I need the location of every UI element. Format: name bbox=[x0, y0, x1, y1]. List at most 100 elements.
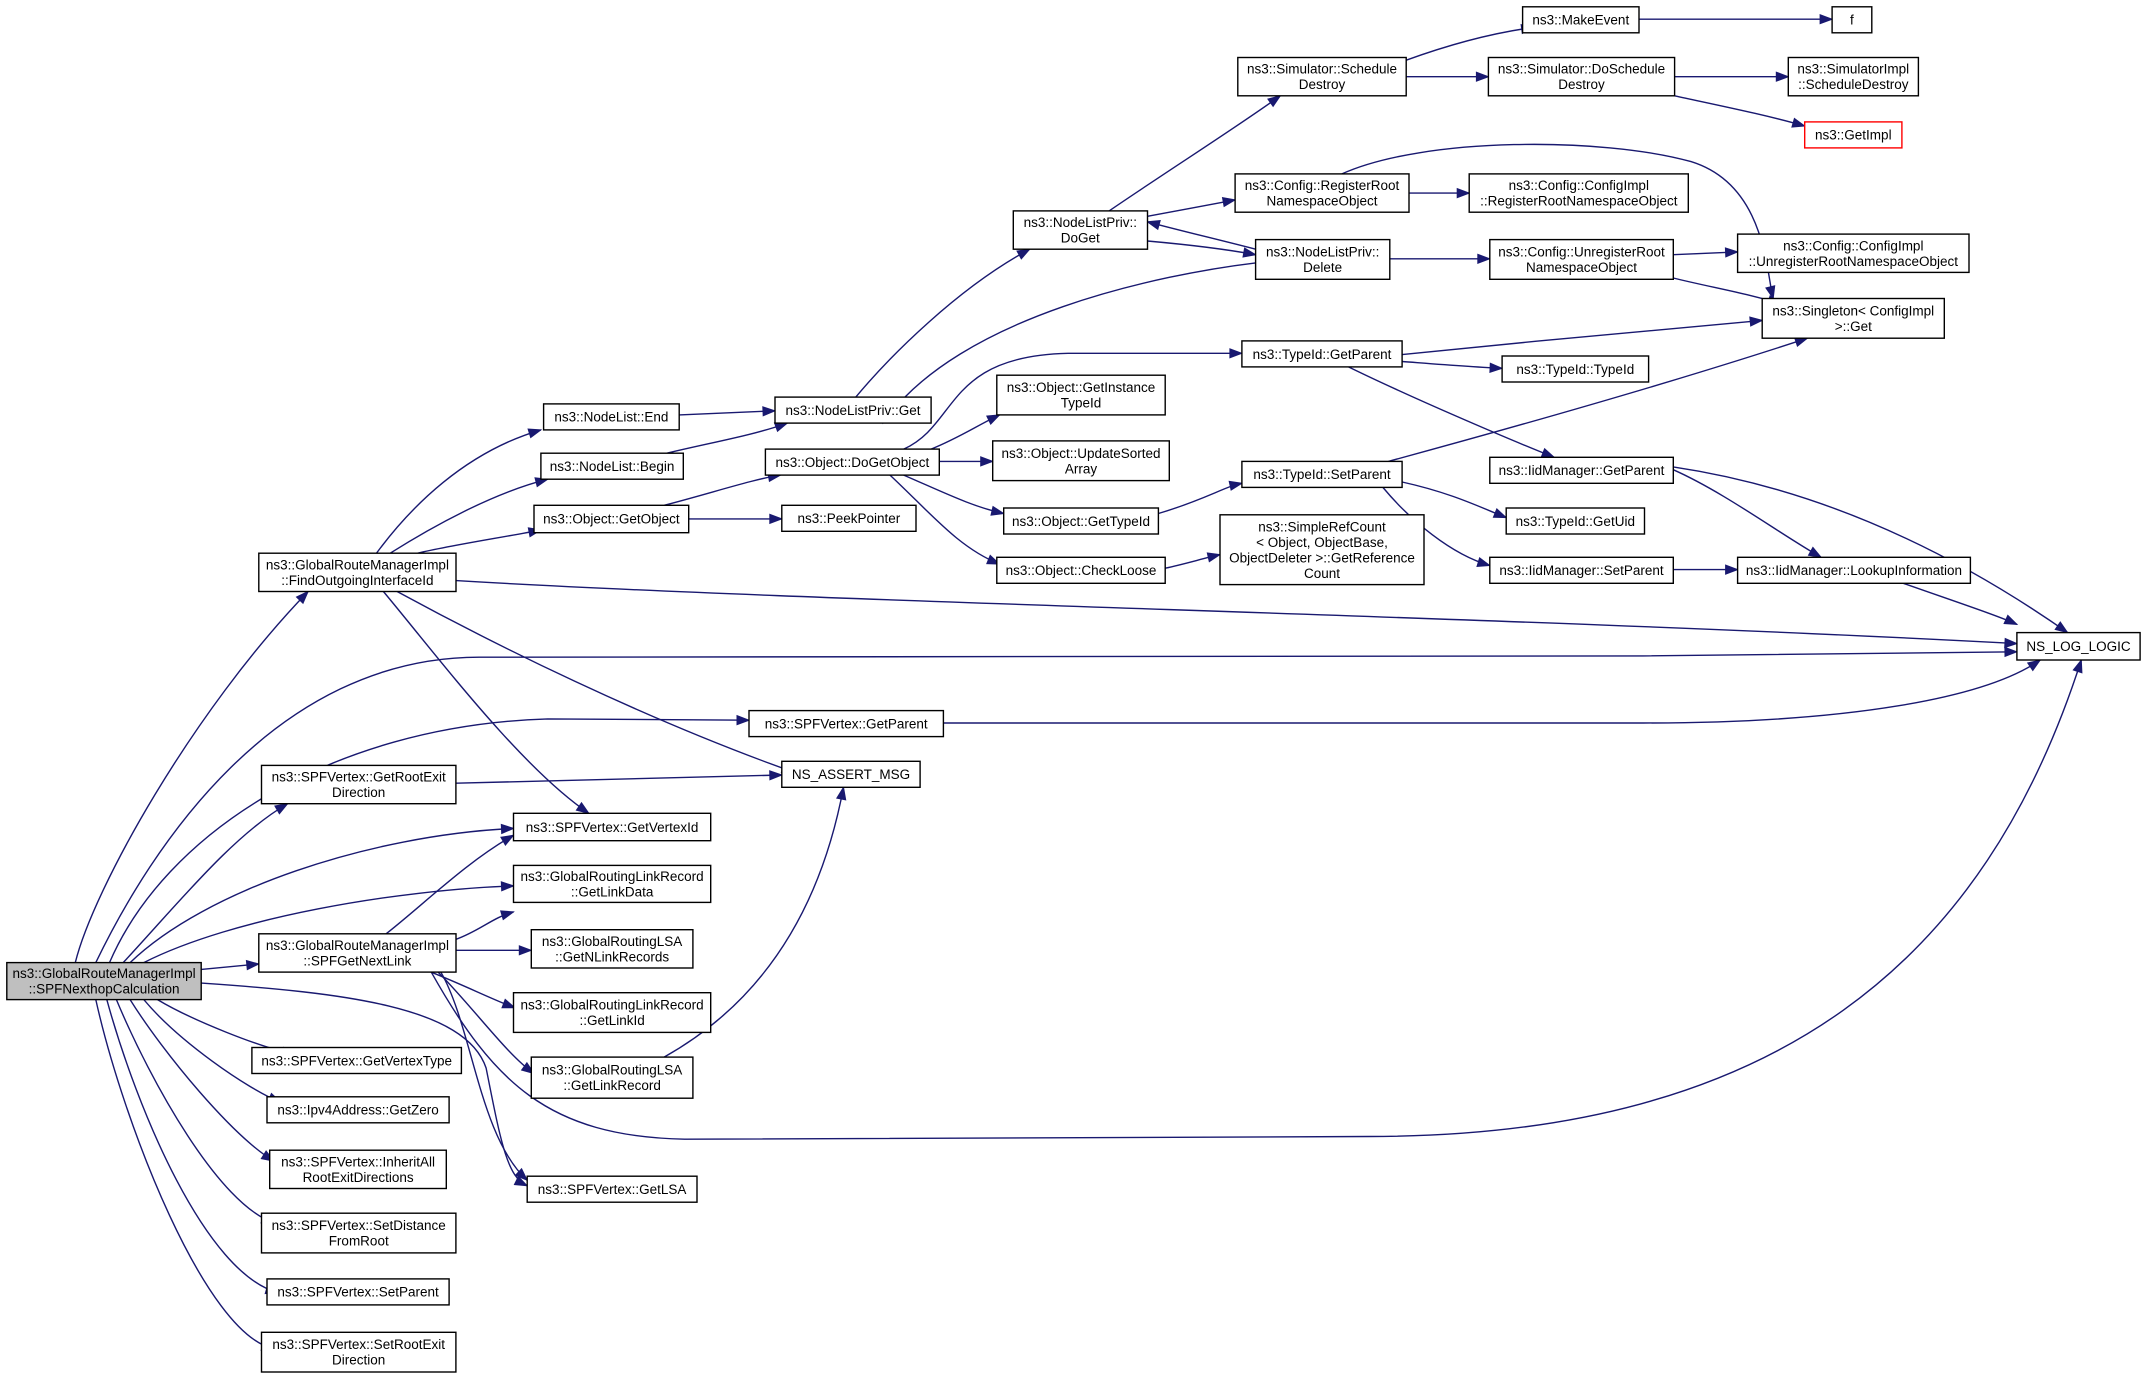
edge-iidGetParent-to-nsLogLogic bbox=[1673, 466, 2069, 634]
arrowhead-icon bbox=[769, 513, 784, 525]
node-label-line: ns3::Object::CheckLoose bbox=[1006, 563, 1157, 578]
node-spfNext[interactable]: ns3::GlobalRouteManagerImpl::SPFGetNextL… bbox=[258, 933, 457, 973]
arrowhead-icon bbox=[1492, 508, 1508, 519]
node-label-line: ns3::Config::ConfigImpl bbox=[1783, 238, 1923, 253]
node-linkData[interactable]: ns3::GlobalRoutingLinkRecord::GetLinkDat… bbox=[512, 864, 712, 904]
arrowhead-icon bbox=[990, 505, 1006, 516]
edge-nlpDelete-to-unregRoot bbox=[1389, 253, 1492, 265]
node-doGetObject[interactable]: ns3::Object::DoGetObject bbox=[764, 448, 941, 476]
node-spfGetParent[interactable]: ns3::SPFVertex::GetParent bbox=[748, 709, 945, 738]
node-peekPointer[interactable]: ns3::PeekPointer bbox=[781, 504, 917, 532]
node-getLsa[interactable]: ns3::SPFVertex::GetLSA bbox=[526, 1175, 698, 1203]
arrowhead-icon bbox=[1267, 94, 1282, 108]
node-singletonGet[interactable]: ns3::Singleton< ConfigImpl >::Get bbox=[1761, 297, 1945, 339]
node-unregRoot[interactable]: ns3::Config::UnregisterRootNamespaceObje… bbox=[1489, 238, 1675, 281]
node-label-line: ns3::NodeList::End bbox=[554, 410, 668, 425]
node-nlEnd[interactable]: ns3::NodeList::End bbox=[542, 403, 680, 431]
node-nlpDelete[interactable]: ns3::NodeListPriv::Delete bbox=[1254, 238, 1391, 281]
node-linkRecord[interactable]: ns3::GlobalRoutingLSA::GetLinkRecord bbox=[530, 1056, 694, 1099]
node-typeIdTypeId[interactable]: ns3::TypeId::TypeId bbox=[1501, 355, 1650, 383]
edge-schedDestroy-to-makeEvent bbox=[1405, 23, 1536, 61]
node-label-line: NS_LOG_LOGIC bbox=[2026, 639, 2131, 654]
node-label-line: f bbox=[1850, 13, 1854, 28]
node-findOut[interactable]: ns3::GlobalRouteManagerImpl::FindOutgoin… bbox=[258, 552, 457, 593]
node-regRoot[interactable]: ns3::Config::RegisterRootNamespaceObject bbox=[1234, 173, 1410, 213]
arrowhead-icon bbox=[500, 910, 515, 921]
arrowhead-icon bbox=[1221, 196, 1237, 208]
edge-typeIdSetParent-to-singletonGet bbox=[1388, 337, 1809, 463]
node-checkLoose[interactable]: ns3::Object::CheckLoose bbox=[996, 556, 1166, 584]
node-vertexId[interactable]: ns3::SPFVertex::GetVertexId bbox=[512, 812, 712, 842]
edge-doGetObject-to-getInstTypeId bbox=[930, 414, 1001, 450]
node-label-line: ns3::Simulator::DoSchedule bbox=[1498, 62, 1665, 77]
node-nLinkRecords[interactable]: ns3::GlobalRoutingLSA::GetNLinkRecords bbox=[530, 929, 694, 969]
node-label-line: ns3::Ipv4Address::GetZero bbox=[277, 1103, 438, 1118]
node-label-line: ns3::SPFVertex::GetVertexId bbox=[526, 820, 699, 835]
node-lookupInfo[interactable]: ns3::IidManager::LookupInformation bbox=[1736, 556, 1972, 584]
node-label-line: ns3::MakeEvent bbox=[1532, 13, 1629, 28]
node-inheritAll[interactable]: ns3::SPFVertex::InheritAllRootExitDirect… bbox=[269, 1149, 448, 1190]
node-label-line: ::GetNLinkRecords bbox=[555, 949, 669, 964]
node-assertMsg[interactable]: NS_ASSERT_MSG bbox=[781, 760, 921, 788]
node-label-line: ns3::NodeListPriv::Get bbox=[785, 403, 920, 418]
node-label-line: ns3::GlobalRoutingLinkRecord bbox=[521, 998, 704, 1013]
node-f[interactable]: f bbox=[1831, 6, 1873, 34]
arrowhead-icon bbox=[1456, 187, 1471, 199]
node-label-line: ns3::SPFVertex::InheritAll bbox=[281, 1154, 435, 1169]
edge-unregRoot-to-cfgUnreg bbox=[1673, 247, 1740, 258]
node-schedDestroy[interactable]: ns3::Simulator::ScheduleDestroy bbox=[1237, 56, 1407, 97]
node-label-line: ns3::GlobalRouteManagerImpl bbox=[266, 938, 449, 953]
node-label-line: ns3::SimpleRefCount bbox=[1258, 519, 1386, 534]
node-nlpDoGet[interactable]: ns3::NodeListPriv::DoGet bbox=[1012, 210, 1149, 250]
arrowhead-icon bbox=[2054, 621, 2069, 634]
node-nsLogLogic[interactable]: NS_LOG_LOGIC bbox=[2016, 631, 2141, 661]
edge-getTypeId-to-typeIdSetParent bbox=[1158, 480, 1244, 515]
node-makeEvent[interactable]: ns3::MakeEvent bbox=[1521, 6, 1640, 34]
node-typeIdGetUid[interactable]: ns3::TypeId::GetUid bbox=[1505, 507, 1646, 535]
edge-root-to-vertexId bbox=[129, 823, 515, 964]
node-label-line: ::SPFGetNextLink bbox=[303, 954, 411, 969]
node-cfgUnreg[interactable]: ns3::Config::ConfigImpl::UnregisterRootN… bbox=[1736, 233, 1970, 274]
node-ipv4Zero[interactable]: ns3::Ipv4Address::GetZero bbox=[266, 1096, 450, 1124]
node-cfgRegRoot[interactable]: ns3::Config::ConfigImpl::RegisterRootNam… bbox=[1468, 173, 1689, 213]
node-label-line: ns3::Object::UpdateSorted bbox=[1001, 446, 1160, 461]
arrowhead-icon bbox=[274, 803, 289, 815]
node-getImpl[interactable]: ns3::GetImpl bbox=[1803, 121, 1903, 149]
node-label-line: ns3::IidManager::SetParent bbox=[1499, 563, 1664, 578]
edge-typeIdSetParent-to-iidSetParent bbox=[1382, 487, 1492, 567]
node-simpleRef[interactable]: ns3::SimpleRefCount< Object, ObjectBase,… bbox=[1219, 514, 1425, 586]
node-label-line: Array bbox=[1065, 461, 1098, 476]
arrowhead-icon bbox=[1146, 220, 1161, 231]
node-setParentV[interactable]: ns3::SPFVertex::SetParent bbox=[266, 1278, 450, 1306]
node-simImplSched[interactable]: ns3::SimulatorImpl::ScheduleDestroy bbox=[1787, 56, 1920, 97]
node-label-line: ns3::TypeId::GetUid bbox=[1516, 514, 1635, 529]
arrowhead-icon bbox=[980, 456, 995, 467]
node-getTypeId[interactable]: ns3::Object::GetTypeId bbox=[1003, 507, 1160, 535]
node-label-line: ns3::Singleton< ConfigImpl bbox=[1772, 303, 1934, 318]
edge-nlpDelete-to-nlpDoGet bbox=[1146, 220, 1256, 250]
node-nlpGet[interactable]: ns3::NodeListPriv::Get bbox=[774, 396, 932, 424]
edge-nlBegin-to-nlpGet bbox=[666, 422, 789, 454]
node-label-line: NamespaceObject bbox=[1266, 194, 1377, 209]
node-vertexType[interactable]: ns3::SPFVertex::GetVertexType bbox=[251, 1046, 463, 1075]
node-nlBegin[interactable]: ns3::NodeList::Begin bbox=[540, 452, 685, 480]
arrowhead-icon bbox=[1775, 71, 1790, 82]
node-typeIdSetParent[interactable]: ns3::TypeId::SetParent bbox=[1241, 460, 1403, 489]
node-label-line: ns3::GlobalRoutingLSA bbox=[542, 1063, 682, 1078]
node-linkId[interactable]: ns3::GlobalRoutingLinkRecord::GetLinkId bbox=[512, 992, 712, 1034]
node-iidGetParent[interactable]: ns3::IidManager::GetParent bbox=[1489, 456, 1675, 484]
node-typeIdGetParent[interactable]: ns3::TypeId::GetParent bbox=[1241, 340, 1403, 368]
node-iidSetParent[interactable]: ns3::IidManager::SetParent bbox=[1489, 556, 1675, 584]
arrowhead-icon bbox=[1229, 348, 1244, 359]
node-getObject[interactable]: ns3::Object::GetObject bbox=[533, 504, 690, 534]
node-label-line: FromRoot bbox=[329, 1234, 389, 1249]
edge-typeIdGetParent-to-singletonGet bbox=[1402, 316, 1764, 356]
arrowhead-icon bbox=[1793, 337, 1809, 348]
edge-typeIdSetParent-to-typeIdGetUid bbox=[1401, 481, 1508, 519]
